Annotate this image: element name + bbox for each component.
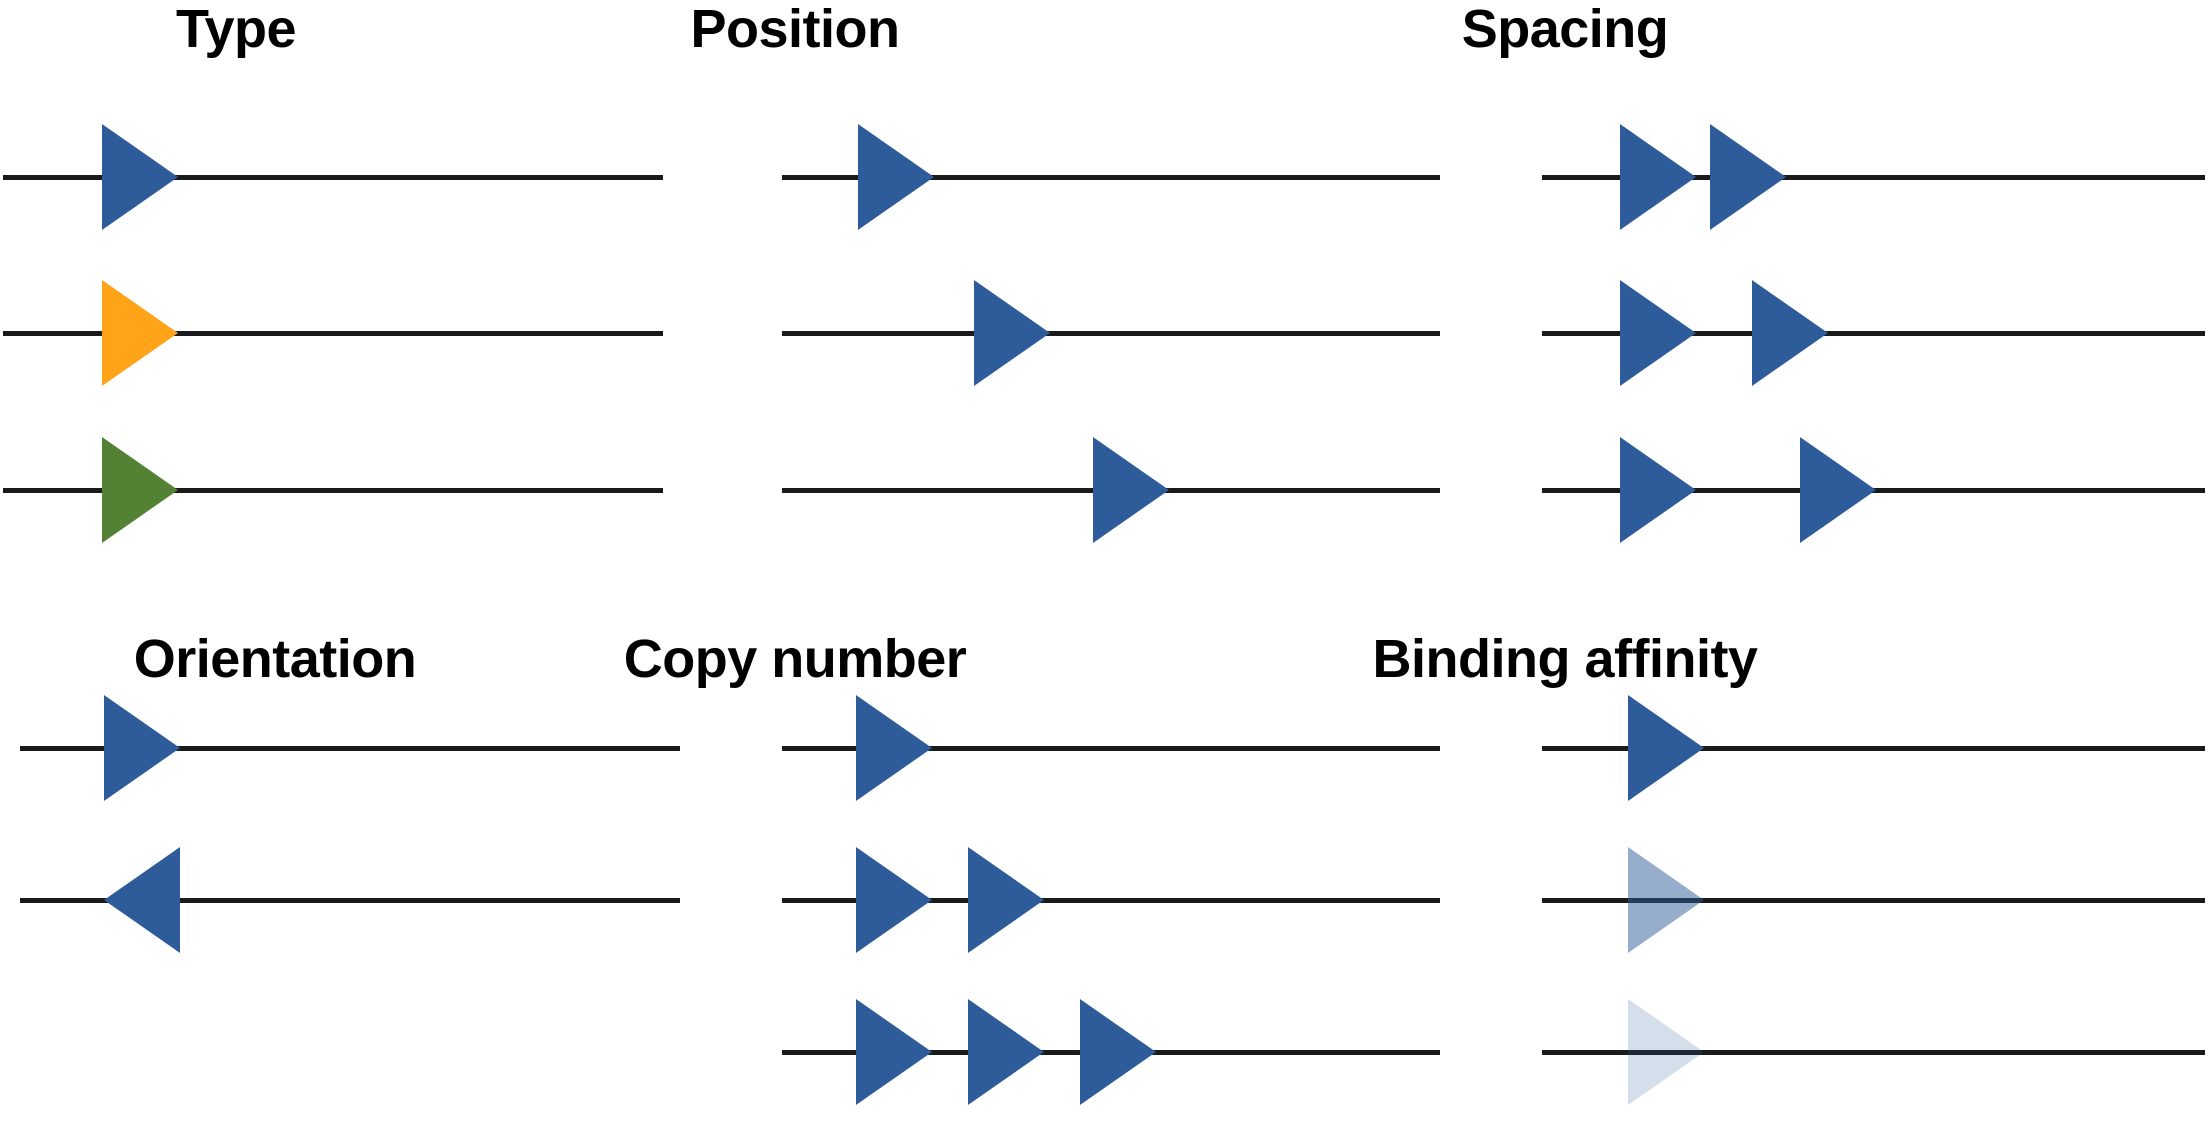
triangle-icon [102,124,178,230]
triangle-icon [104,695,180,801]
motif-triangle-spacing-r1-motif-1 [1620,124,1696,230]
triangle-icon [1620,280,1696,386]
dna-line-binding-affinity-row-3 [1542,1049,2205,1055]
dna-line-position-row-1 [782,174,1440,180]
dna-track-binding-affinity-row-1 [0,695,2208,801]
dna-line-position-row-2 [782,330,1440,336]
triangle-icon [856,999,932,1105]
triangle-icon [1628,695,1704,801]
motif-triangle-spacing-r2-motif-2 [1752,280,1828,386]
dna-track-type-row-1 [0,124,2208,230]
dna-track-type-row-3 [0,437,2208,543]
motif-triangle-spacing-r1-motif-2 [1710,124,1786,230]
triangle-icon [1628,999,1704,1105]
panel-title-spacing: Spacing [1461,0,1669,59]
motif-triangle-copy-r3-motif-3 [1080,999,1156,1105]
motif-triangle-type-motif-orange [102,280,178,386]
motif-triangle-affinity-high [1628,695,1704,801]
motif-triangle-orientation-motif-forward [104,695,180,801]
dna-line-orientation-row-1 [20,745,680,751]
triangle-icon [1628,847,1704,953]
motif-triangle-type-motif-blue [102,124,178,230]
dna-track-spacing-row-2 [0,280,2208,386]
motif-triangle-type-motif-green [102,437,178,543]
motif-triangle-affinity-low [1628,999,1704,1105]
dna-track-copy-number-row-2 [0,847,2208,953]
dna-line-spacing-row-2 [1542,330,2205,336]
triangle-icon [968,999,1044,1105]
panel-title-type: Type [175,0,297,59]
dna-track-binding-affinity-row-3 [0,999,2208,1105]
dna-track-position-row-1 [0,124,2208,230]
dna-line-type-row-3 [3,487,663,493]
dna-track-orientation-row-1 [0,695,2208,801]
motif-triangle-position-motif-1 [858,124,934,230]
triangle-icon [1620,124,1696,230]
dna-track-binding-affinity-row-2 [0,847,2208,953]
dna-track-position-row-2 [0,280,2208,386]
motif-triangle-orientation-motif-reverse [104,847,180,953]
dna-line-binding-affinity-row-2 [1542,897,2205,903]
triangle-icon [104,847,180,953]
triangle-icon [968,847,1044,953]
motif-triangle-copy-r2-motif-2 [968,847,1044,953]
motif-triangle-position-motif-2 [974,280,1050,386]
panel-title-binding-affinity: Binding affinity [1372,629,1758,689]
dna-line-binding-affinity-row-1 [1542,745,2205,751]
triangle-icon [1093,437,1169,543]
dna-line-type-row-2 [3,330,663,336]
dna-line-spacing-row-1 [1542,174,2205,180]
motif-triangle-position-motif-3 [1093,437,1169,543]
dna-line-copy-number-row-2 [782,897,1440,903]
panel-title-copy-number: Copy number [623,629,967,689]
dna-track-type-row-2 [0,280,2208,386]
motif-triangle-spacing-r2-motif-1 [1620,280,1696,386]
motif-triangle-copy-r3-motif-2 [968,999,1044,1105]
triangle-icon [1620,437,1696,543]
motif-triangle-copy-r3-motif-1 [856,999,932,1105]
dna-line-copy-number-row-1 [782,745,1440,751]
dna-track-spacing-row-3 [0,437,2208,543]
motif-triangle-spacing-r3-motif-1 [1620,437,1696,543]
motif-triangle-affinity-medium [1628,847,1704,953]
triangle-icon [102,437,178,543]
dna-line-type-row-1 [3,174,663,180]
panel-title-orientation: Orientation [133,629,417,689]
dna-track-copy-number-row-3 [0,999,2208,1105]
dna-track-position-row-3 [0,437,2208,543]
triangle-icon [1710,124,1786,230]
motif-triangle-copy-r2-motif-1 [856,847,932,953]
triangle-icon [974,280,1050,386]
triangle-icon [102,280,178,386]
dna-line-orientation-row-2 [20,897,680,903]
triangle-icon [858,124,934,230]
triangle-icon [1080,999,1156,1105]
dna-track-orientation-row-2 [0,847,2208,953]
dna-track-spacing-row-1 [0,124,2208,230]
triangle-icon [1752,280,1828,386]
panel-title-position: Position [690,0,901,59]
triangle-icon [856,695,932,801]
motif-triangle-spacing-r3-motif-2 [1800,437,1876,543]
dna-track-copy-number-row-1 [0,695,2208,801]
triangle-icon [1800,437,1876,543]
motif-triangle-copy-r1-motif-1 [856,695,932,801]
triangle-icon [856,847,932,953]
